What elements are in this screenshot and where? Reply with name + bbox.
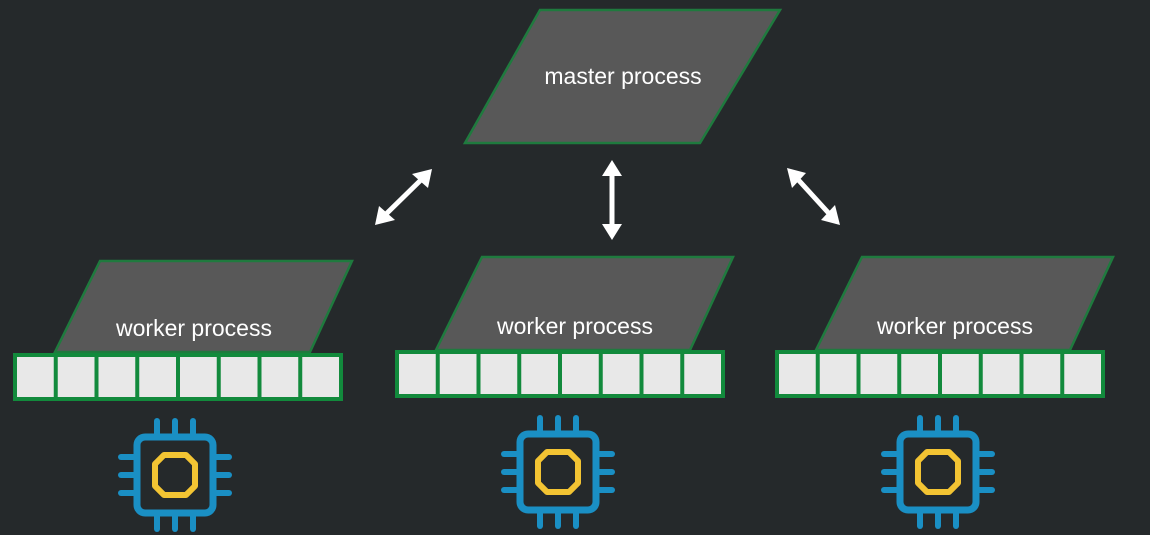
queue-slot: [139, 357, 176, 397]
cpu-core: [915, 449, 961, 495]
cpu-chip-icon: [118, 418, 232, 532]
communication-arrows: [375, 160, 840, 240]
queue-slot: [982, 354, 1020, 394]
worker-process-shape: [52, 259, 354, 354]
queue-slot: [261, 357, 299, 397]
task-queue: [13, 353, 343, 401]
worker-process-2: worker process: [395, 255, 735, 529]
queue-slot: [57, 357, 95, 397]
queue-slot: [562, 354, 599, 394]
queue-slot: [901, 354, 938, 394]
queue-slot: [942, 354, 979, 394]
queue-slot: [643, 354, 681, 394]
master-process-shape: [462, 8, 783, 145]
arrow-master-worker-right: [787, 168, 840, 225]
worker-process-label: worker process: [876, 313, 1033, 339]
cpu-body: [516, 430, 600, 514]
cpu-core: [152, 452, 198, 498]
queue-slot: [399, 354, 436, 394]
arrow-master-worker-middle: [602, 160, 622, 240]
queue-slot: [602, 354, 640, 394]
cpu-core: [535, 449, 581, 495]
worker-process-3: worker process: [775, 255, 1115, 529]
cpu-body: [896, 430, 980, 514]
task-queue: [395, 350, 725, 398]
queue-slot: [860, 354, 898, 394]
worker-process-label: worker process: [496, 313, 653, 339]
arrow-master-worker-left: [375, 169, 432, 225]
master-process: master process: [462, 8, 783, 145]
queue-slot: [98, 357, 136, 397]
worker-process-label: worker process: [115, 315, 272, 341]
queue-slot: [819, 354, 857, 394]
cpu-chip-icon: [501, 415, 615, 529]
master-process-label: master process: [544, 63, 701, 89]
queue-slot: [779, 354, 816, 394]
queue-slot: [302, 357, 339, 397]
queue-slot: [439, 354, 477, 394]
task-queue: [775, 350, 1105, 398]
queue-slot: [17, 357, 54, 397]
worker-process-1: worker process: [13, 259, 354, 532]
queue-slot: [1064, 354, 1101, 394]
queue-slot: [684, 354, 721, 394]
queue-slot: [1023, 354, 1061, 394]
queue-slot: [480, 354, 518, 394]
cpu-body: [133, 433, 217, 517]
queue-slot: [180, 357, 217, 397]
queue-slot: [521, 354, 558, 394]
cpu-chip-icon: [881, 415, 995, 529]
queue-slot: [220, 357, 258, 397]
